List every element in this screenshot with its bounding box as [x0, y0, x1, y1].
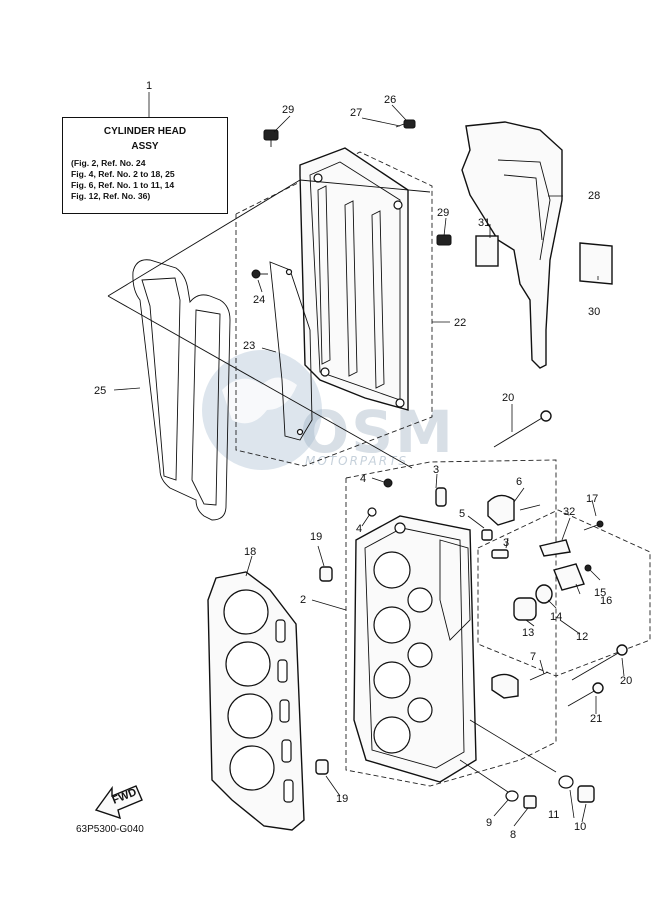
callout-19: 19 [310, 531, 322, 543]
washer-11 [558, 775, 574, 789]
label-31 [475, 235, 499, 267]
screw-26 [395, 119, 416, 129]
callout-22: 22 [454, 317, 466, 329]
head-gasket [207, 571, 305, 831]
cylinder-head-cover [299, 147, 409, 411]
watermark-tagline: MOTORPARTS [305, 454, 409, 468]
callout-25: 25 [94, 385, 106, 397]
callout-17: 17 [586, 493, 598, 505]
note-line: Fig. 6, Ref. No. 1 to 11, 14 [71, 180, 175, 190]
callout-14: 14 [550, 611, 562, 623]
callout-13: 13 [522, 627, 534, 639]
callout-29: 29 [282, 104, 294, 116]
cylinder-head [353, 515, 477, 783]
callout-31: 31 [478, 217, 490, 229]
callout-4: 4 [356, 523, 362, 535]
bolt-29-top [263, 129, 279, 147]
callout-21: 21 [590, 713, 602, 725]
cover-seal [132, 259, 231, 521]
callout-30: 30 [588, 306, 600, 318]
side-panel [461, 121, 563, 369]
cover-gasket [269, 261, 313, 441]
leader-lines [113, 104, 625, 827]
bolt-21 [567, 682, 604, 707]
screw-24 [251, 269, 268, 279]
note-title: CYLINDER HEAD [103, 126, 187, 137]
bolt-29-right [436, 234, 452, 246]
diagram-code: 63P5300-G040 [76, 824, 144, 835]
callout-12: 12 [576, 631, 588, 643]
callout-19: 19 [336, 793, 348, 805]
callout-7: 7 [530, 651, 536, 663]
label-30 [579, 242, 613, 285]
note-line: Fig. 4, Ref. No. 2 to 18, 25 [71, 169, 175, 179]
projection-line [107, 179, 301, 297]
callout-8: 8 [510, 829, 516, 841]
callout-5: 5 [459, 508, 465, 520]
dowel-pin-19-upper [319, 566, 333, 582]
note-line: (Fig. 2, Ref. No. 24 [71, 158, 146, 168]
callout-1: 1 [146, 80, 152, 92]
note-subtitle: ASSY [131, 141, 159, 152]
callout-20: 20 [620, 675, 632, 687]
callout-27: 27 [350, 107, 362, 119]
dash-box-upper [235, 151, 433, 467]
callout-24: 24 [253, 294, 265, 306]
callout-20: 20 [502, 392, 514, 404]
callout-9: 9 [486, 817, 492, 829]
callout-6: 6 [516, 476, 522, 488]
note-line: Fig. 12, Ref. No. 36) [71, 191, 151, 201]
projection-line [107, 295, 413, 469]
assembly-note-box: CYLINDER HEAD ASSY (Fig. 2, Ref. No. 24 … [62, 117, 228, 214]
watermark-globe-icon [202, 350, 322, 470]
callout-3: 3 [433, 464, 439, 476]
callout-23: 23 [243, 340, 255, 352]
callout-28: 28 [588, 190, 600, 202]
drain-plug-10 [577, 785, 595, 803]
long-bolt-20-right [571, 644, 628, 681]
callout-32: 32 [563, 506, 575, 518]
dowel-pin-19-lower [315, 759, 329, 775]
forward-arrow-icon [94, 785, 143, 820]
callout-10: 10 [574, 821, 586, 833]
thermostat-group [513, 520, 604, 621]
callout-29: 29 [437, 207, 449, 219]
watermark-logo: OSM [300, 398, 455, 466]
drain-plug-8 [523, 795, 537, 809]
callout-16: 16 [600, 595, 612, 607]
callout-2: 2 [300, 594, 306, 606]
projection-line [299, 179, 431, 193]
callout-3: 3 [503, 537, 509, 549]
callout-18: 18 [244, 546, 256, 558]
callout-26: 26 [384, 94, 396, 106]
callout-15: 15 [594, 587, 606, 599]
washer-9 [505, 790, 519, 802]
dash-box-lower [345, 459, 651, 787]
callout-11: 11 [548, 809, 559, 821]
callout-4: 4 [360, 473, 366, 485]
long-bolt-20-upper [493, 410, 552, 448]
